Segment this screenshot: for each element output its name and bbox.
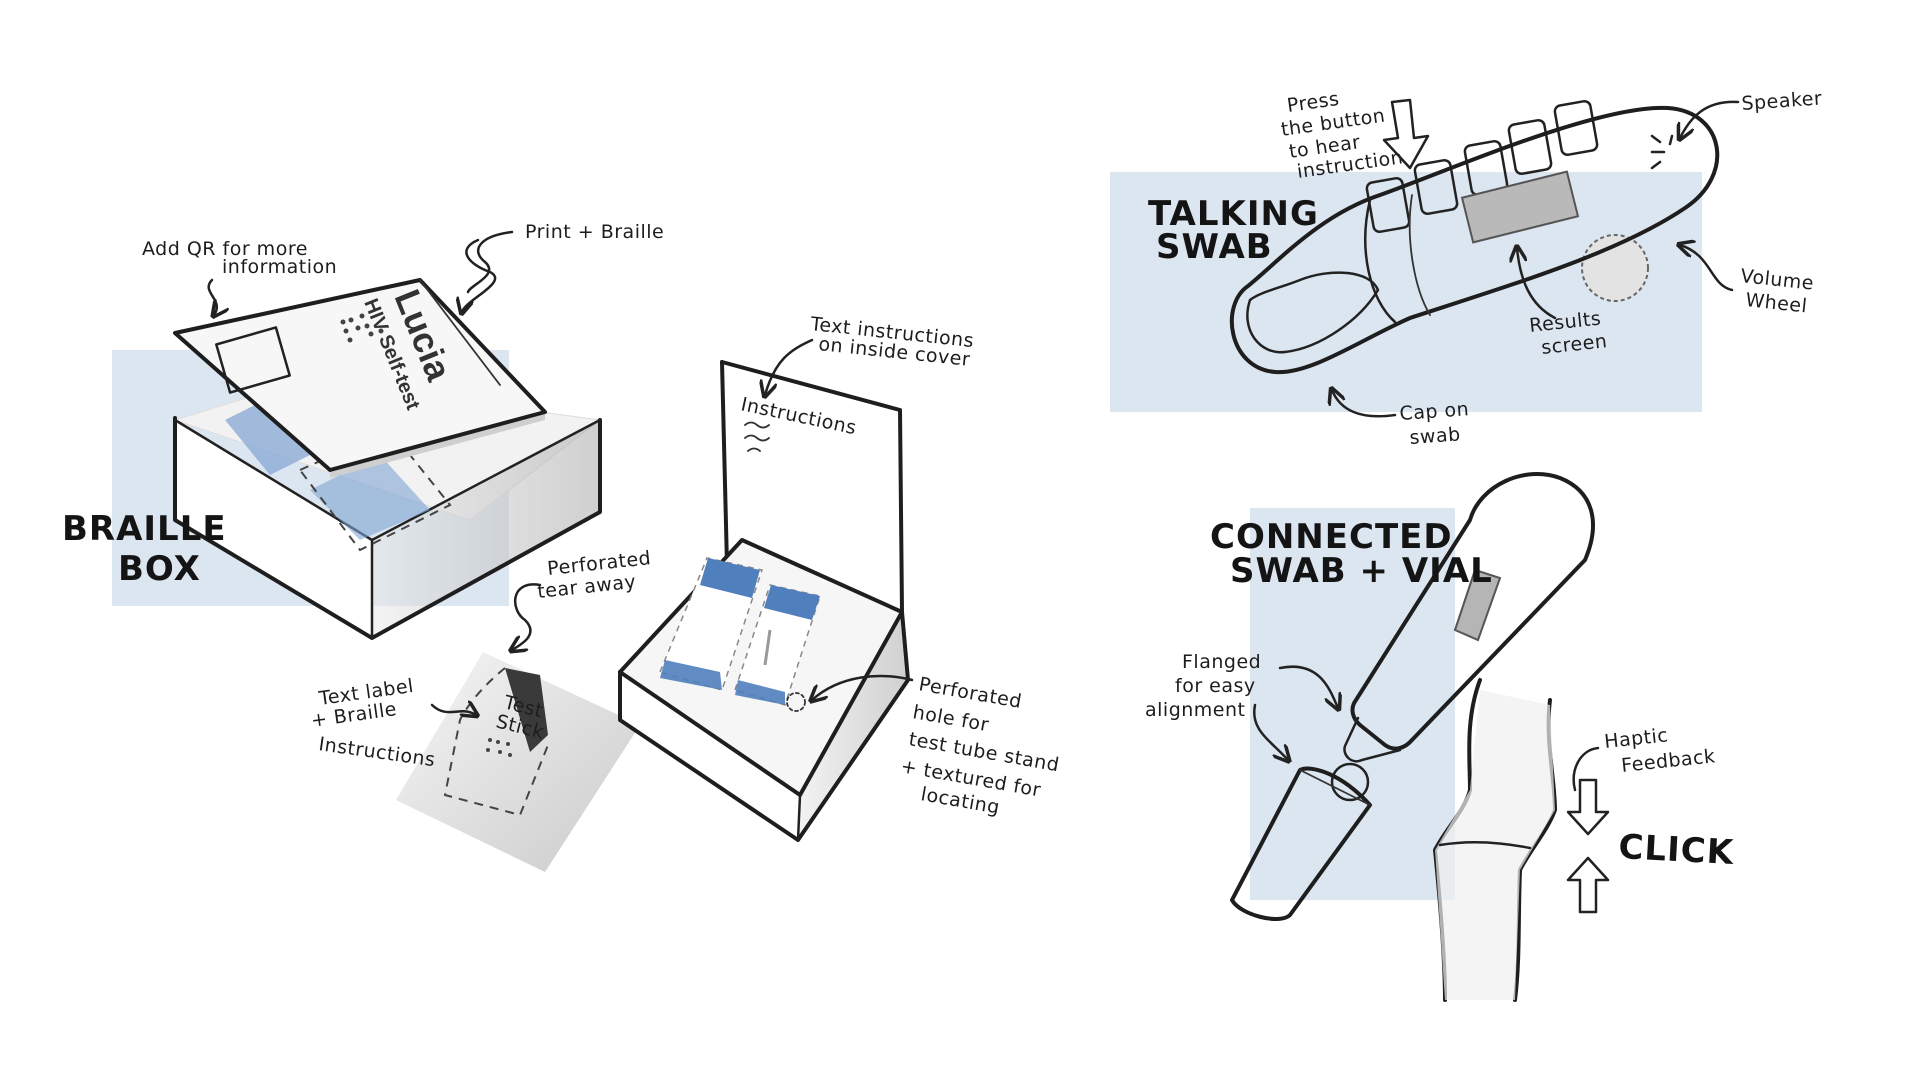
qr-annotation-1: Add QR for more bbox=[142, 238, 308, 260]
talking-swab-title-1: TALKING bbox=[1148, 194, 1319, 234]
talking-swab-illustration bbox=[1229, 99, 1720, 375]
qr-annotation-2: information bbox=[222, 256, 337, 278]
results-screen bbox=[1460, 170, 1580, 244]
open-kit-box bbox=[618, 360, 910, 842]
print-braille-annotation: Print + Braille bbox=[525, 221, 664, 243]
text-label-annotation-3: Instructions bbox=[317, 733, 437, 771]
qr-code-square bbox=[215, 326, 291, 394]
lid-braille-dots bbox=[340, 313, 384, 343]
click-down-arrow-icon bbox=[1566, 778, 1610, 836]
haptic-annotation-2: Feedback bbox=[1620, 745, 1716, 777]
volume-annotation-2: Wheel bbox=[1744, 289, 1808, 317]
connected-swab-illustration bbox=[1230, 472, 1610, 1002]
cap-annotation-2: swab bbox=[1409, 423, 1462, 449]
speaker-icon bbox=[1650, 134, 1674, 170]
connected-title-2: SWAB + VIAL bbox=[1230, 551, 1493, 591]
click-label: CLICK bbox=[1618, 827, 1736, 873]
speaker-annotation: Speaker bbox=[1741, 87, 1823, 115]
cap-annotation-1: Cap on bbox=[1399, 398, 1470, 425]
click-up-arrow-icon bbox=[1566, 856, 1610, 914]
braille-box-title-2: BOX bbox=[118, 549, 201, 589]
flanged-annotation-3: alignment bbox=[1145, 699, 1246, 721]
connected-title-1: CONNECTED bbox=[1210, 517, 1453, 557]
flanged-annotation-1: Flanged bbox=[1182, 651, 1261, 673]
braille-box-illustration: Lucia HIV Self-test bbox=[173, 278, 602, 640]
press-down-arrow-icon bbox=[1382, 98, 1430, 170]
test-tube-hole bbox=[786, 692, 806, 712]
flanged-annotation-2: for easy bbox=[1175, 675, 1256, 697]
talking-swab-title-2: SWAB bbox=[1156, 227, 1273, 267]
test-stick-packet bbox=[396, 652, 640, 872]
haptic-annotation-1: Haptic bbox=[1603, 724, 1669, 753]
braille-box-title-1: BRAILLE bbox=[62, 509, 227, 549]
